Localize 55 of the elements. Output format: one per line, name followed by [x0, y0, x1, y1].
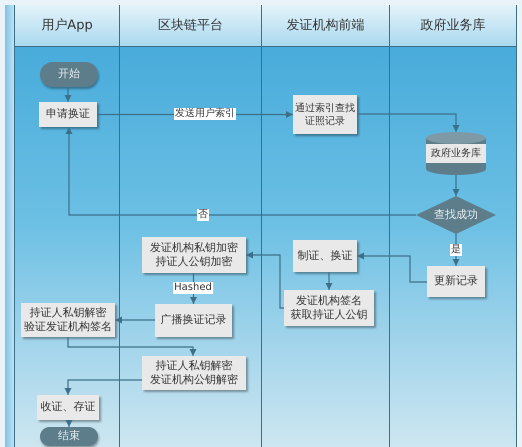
lane-title: 政府业务库: [420, 16, 486, 35]
node-text: 持证人私钥解密: [30, 306, 106, 320]
terminal-shape: [40, 427, 98, 446]
edge-label: 是: [450, 244, 462, 256]
swimlane: [390, 5, 517, 447]
node-text: 结束: [58, 429, 80, 444]
swimlane: [262, 5, 390, 447]
node-text: 获取持证人公钥: [290, 308, 368, 322]
edge-label: 否: [197, 209, 209, 221]
arrow: [115, 316, 155, 324]
node-text: 政府业务库: [431, 147, 481, 160]
swimlane: [120, 5, 262, 447]
edge-label: 发送用户索引: [174, 108, 236, 120]
node-text: 发证机构公钥解密: [150, 373, 238, 388]
process-box: [39, 102, 97, 127]
node-text: 更新记录: [434, 274, 478, 289]
decision-diamond: [416, 196, 496, 234]
node-text: 验证发证机构签名: [24, 320, 112, 334]
process-box: [427, 266, 485, 297]
node-text: 通过索引查找证照记录: [295, 102, 355, 128]
process-box: [142, 356, 246, 390]
process-box: [155, 304, 232, 337]
node-text: 收证、存证: [40, 400, 96, 415]
node-text: 持证人私钥解密: [156, 358, 232, 373]
database-cylinder: [426, 132, 486, 175]
process-box: [21, 303, 115, 337]
process-box: [142, 237, 246, 273]
node-text: 制证、换证: [298, 248, 352, 264]
arrow: [357, 252, 427, 283]
arrow: [246, 251, 284, 309]
lane-title: 区块链平台: [158, 16, 223, 35]
node-text: 广播换证记录: [160, 313, 226, 328]
process-box: [293, 240, 357, 272]
node-text: 发证机构私钥加密: [150, 240, 238, 255]
node-text: 发证机构签名: [296, 294, 362, 308]
arrow: [64, 87, 72, 102]
arrow: [64, 379, 142, 395]
lane-title: 发证机构前端: [286, 16, 364, 35]
node-text: 申请换证: [46, 107, 90, 122]
node-text: 查找成功: [434, 208, 478, 222]
process-box: [293, 95, 357, 134]
arrow: [65, 420, 73, 427]
arrow: [325, 272, 333, 290]
node-text: 开始: [58, 67, 80, 82]
arrow: [65, 127, 416, 216]
lane-title: 用户App: [41, 16, 93, 35]
process-box: [37, 395, 99, 420]
terminal-shape: [40, 62, 98, 87]
process-box: [284, 290, 374, 326]
arrow: [357, 113, 460, 132]
arrow: [67, 337, 197, 356]
arrow: [452, 175, 460, 196]
edge-label: Hashed: [173, 282, 213, 294]
swimlane: [15, 5, 120, 447]
node-text: 持证人公钥加密: [156, 255, 232, 270]
